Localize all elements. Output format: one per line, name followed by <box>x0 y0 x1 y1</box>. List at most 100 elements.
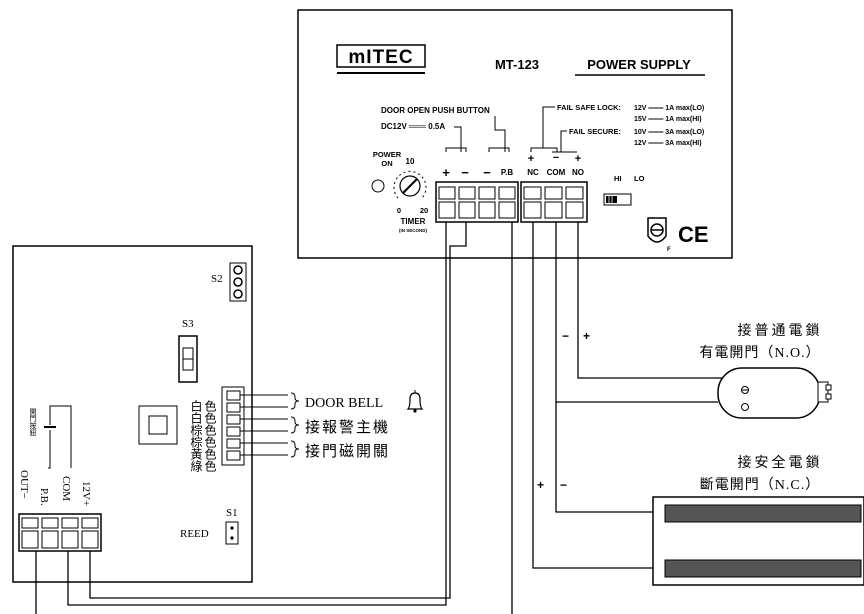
normal-lock-bolt <box>817 381 829 403</box>
terminal-label-com: COM <box>547 168 566 177</box>
fail-secure-rating-2: 12V ═══ 3A max(HI) <box>634 140 702 147</box>
wire-pb-plus <box>67 222 447 606</box>
wire-nc <box>532 222 653 569</box>
fail-secure-rating-1: 10V ═══ 3A max(LO) <box>634 129 704 136</box>
secure-electric-lock: 接安全電鎖 斷電開門（N.C.） <box>652 454 864 586</box>
no-polarity: + <box>575 153 581 165</box>
timer-mark-20: 20 <box>420 206 428 215</box>
connector-pin-1 <box>226 390 241 401</box>
terminal-screw-no <box>565 186 584 200</box>
door-bell-brace <box>290 392 300 410</box>
power-on-label-2: ON <box>381 159 392 168</box>
timer-knob-pointer <box>402 178 418 194</box>
s1-label: S1 <box>226 507 238 519</box>
push-button-rating: DC12V ═══ 0.5A <box>381 122 445 131</box>
normal-lock-body <box>717 367 821 419</box>
fail-safe-rating-1: 12V ═══ 1A max(LO) <box>634 105 704 112</box>
brand-logo: mITEC <box>348 47 413 68</box>
s3-label: S3 <box>182 318 194 330</box>
terminal-screw-1 <box>438 186 456 200</box>
controller-slot-4 <box>81 530 99 549</box>
connector-pin-2 <box>226 402 241 413</box>
connector-pin-6 <box>226 450 241 461</box>
f-mark-label: F <box>667 247 671 253</box>
terminal-label-pb-minus: − <box>461 165 469 180</box>
12v-terminal-label: 12V+ <box>80 481 92 506</box>
controller-slot-3 <box>61 530 79 549</box>
ce-mark: CE <box>678 222 709 247</box>
door-magnet-brace <box>290 440 300 458</box>
connector-pin-3 <box>226 414 241 425</box>
normal-lock-subtitle: 有電開門（N.O.） <box>699 345 820 361</box>
fail-safe-bracket <box>530 147 558 152</box>
terminal-slot-com <box>544 201 563 219</box>
lo-label: LO <box>634 174 645 183</box>
terminal-slot-3 <box>478 201 496 219</box>
door-magnet-label: 接門磁開關 <box>305 443 390 460</box>
nc-lock-minus: − <box>560 478 567 492</box>
controller-screw-1 <box>21 517 39 529</box>
no-lock-plus: + <box>583 329 590 343</box>
reed-label: REED <box>180 528 209 540</box>
controller-slot-1 <box>21 530 39 549</box>
fail-safe-leader <box>542 106 555 148</box>
wire-no <box>577 222 722 379</box>
pb-bracket-left <box>445 147 467 152</box>
pb-terminal-label: P.B. <box>38 488 50 506</box>
brand-logo-frame <box>336 44 426 68</box>
normal-electric-lock: 接普通電鎖 有電開門（N.O.） <box>699 322 832 419</box>
controller-screw-3 <box>61 517 79 529</box>
normal-lock-bolt-tip-1 <box>825 384 832 391</box>
s1-pin-2 <box>230 536 234 540</box>
connector-pin-4 <box>226 426 241 437</box>
power-on-label-1: POWER <box>373 150 402 159</box>
hi-lo-switch-knob <box>606 196 617 203</box>
terminal-screw-2 <box>458 186 476 200</box>
nc-lock-plus: + <box>537 478 544 492</box>
secure-lock-magnet-top <box>664 504 862 523</box>
wire-color-column-1: 白白棕棕黃綠 <box>189 399 203 473</box>
nc-polarity: + <box>528 153 534 165</box>
terminal-screw-com <box>544 186 563 200</box>
fail-secure-leader <box>560 130 567 152</box>
push-button-title: DOOR OPEN PUSH BUTTON <box>381 106 490 115</box>
terminal-slot-1 <box>438 201 456 219</box>
fail-safe-rating-2: 15V ═══ 1A max(HI) <box>634 116 702 123</box>
controller-board: S2 S3 白白棕棕黃綠 色色色色色色 <box>12 245 424 583</box>
model-number: MT-123 <box>495 57 539 72</box>
push-button-leader <box>454 126 462 152</box>
terminal-label-nc: NC <box>527 168 539 177</box>
power-supply-unit: mITEC MT-123 POWER SUPPLY DOOR OPEN PUSH… <box>297 9 733 259</box>
terminal-slot-2 <box>458 201 476 219</box>
secure-lock-title: 接安全電鎖 <box>738 454 823 471</box>
power-on-led <box>371 179 385 193</box>
s1-jumper <box>225 521 239 545</box>
s2-pin-2 <box>233 277 243 287</box>
terminal-label-pb-plus: + <box>442 165 450 180</box>
terminal-screw-4 <box>498 186 516 200</box>
timer-label: TIMER <box>401 217 426 226</box>
hi-lo-switch[interactable] <box>603 193 632 206</box>
normal-lock-bolt-tip-2 <box>825 393 832 400</box>
s1-pin-1 <box>230 526 234 530</box>
terminal-label-minus: − <box>483 165 491 180</box>
timer-mark-10: 10 <box>406 157 415 166</box>
terminal-label-pb: P.B <box>501 168 514 177</box>
f-certification-icon: F <box>647 217 671 253</box>
fail-secure-label: FAIL SECURE: <box>569 127 621 136</box>
normal-lock-title: 接普通電鎖 <box>738 322 823 339</box>
terminal-block-right <box>520 181 588 223</box>
s2-label: S2 <box>211 273 223 285</box>
wire-pb-minus-placeholder <box>89 222 467 599</box>
hi-label: HI <box>614 174 622 183</box>
out-minus-label: OUT− <box>18 470 30 499</box>
com-polarity: − <box>553 152 559 164</box>
terminal-screw-3 <box>478 186 496 200</box>
controller-chip-core <box>148 415 168 435</box>
wiring <box>35 222 722 614</box>
controller-screw-4 <box>81 517 99 529</box>
normal-lock-hole-2 <box>741 403 749 411</box>
pb-bracket-right <box>488 147 510 152</box>
product-name: POWER SUPPLY <box>587 57 691 72</box>
